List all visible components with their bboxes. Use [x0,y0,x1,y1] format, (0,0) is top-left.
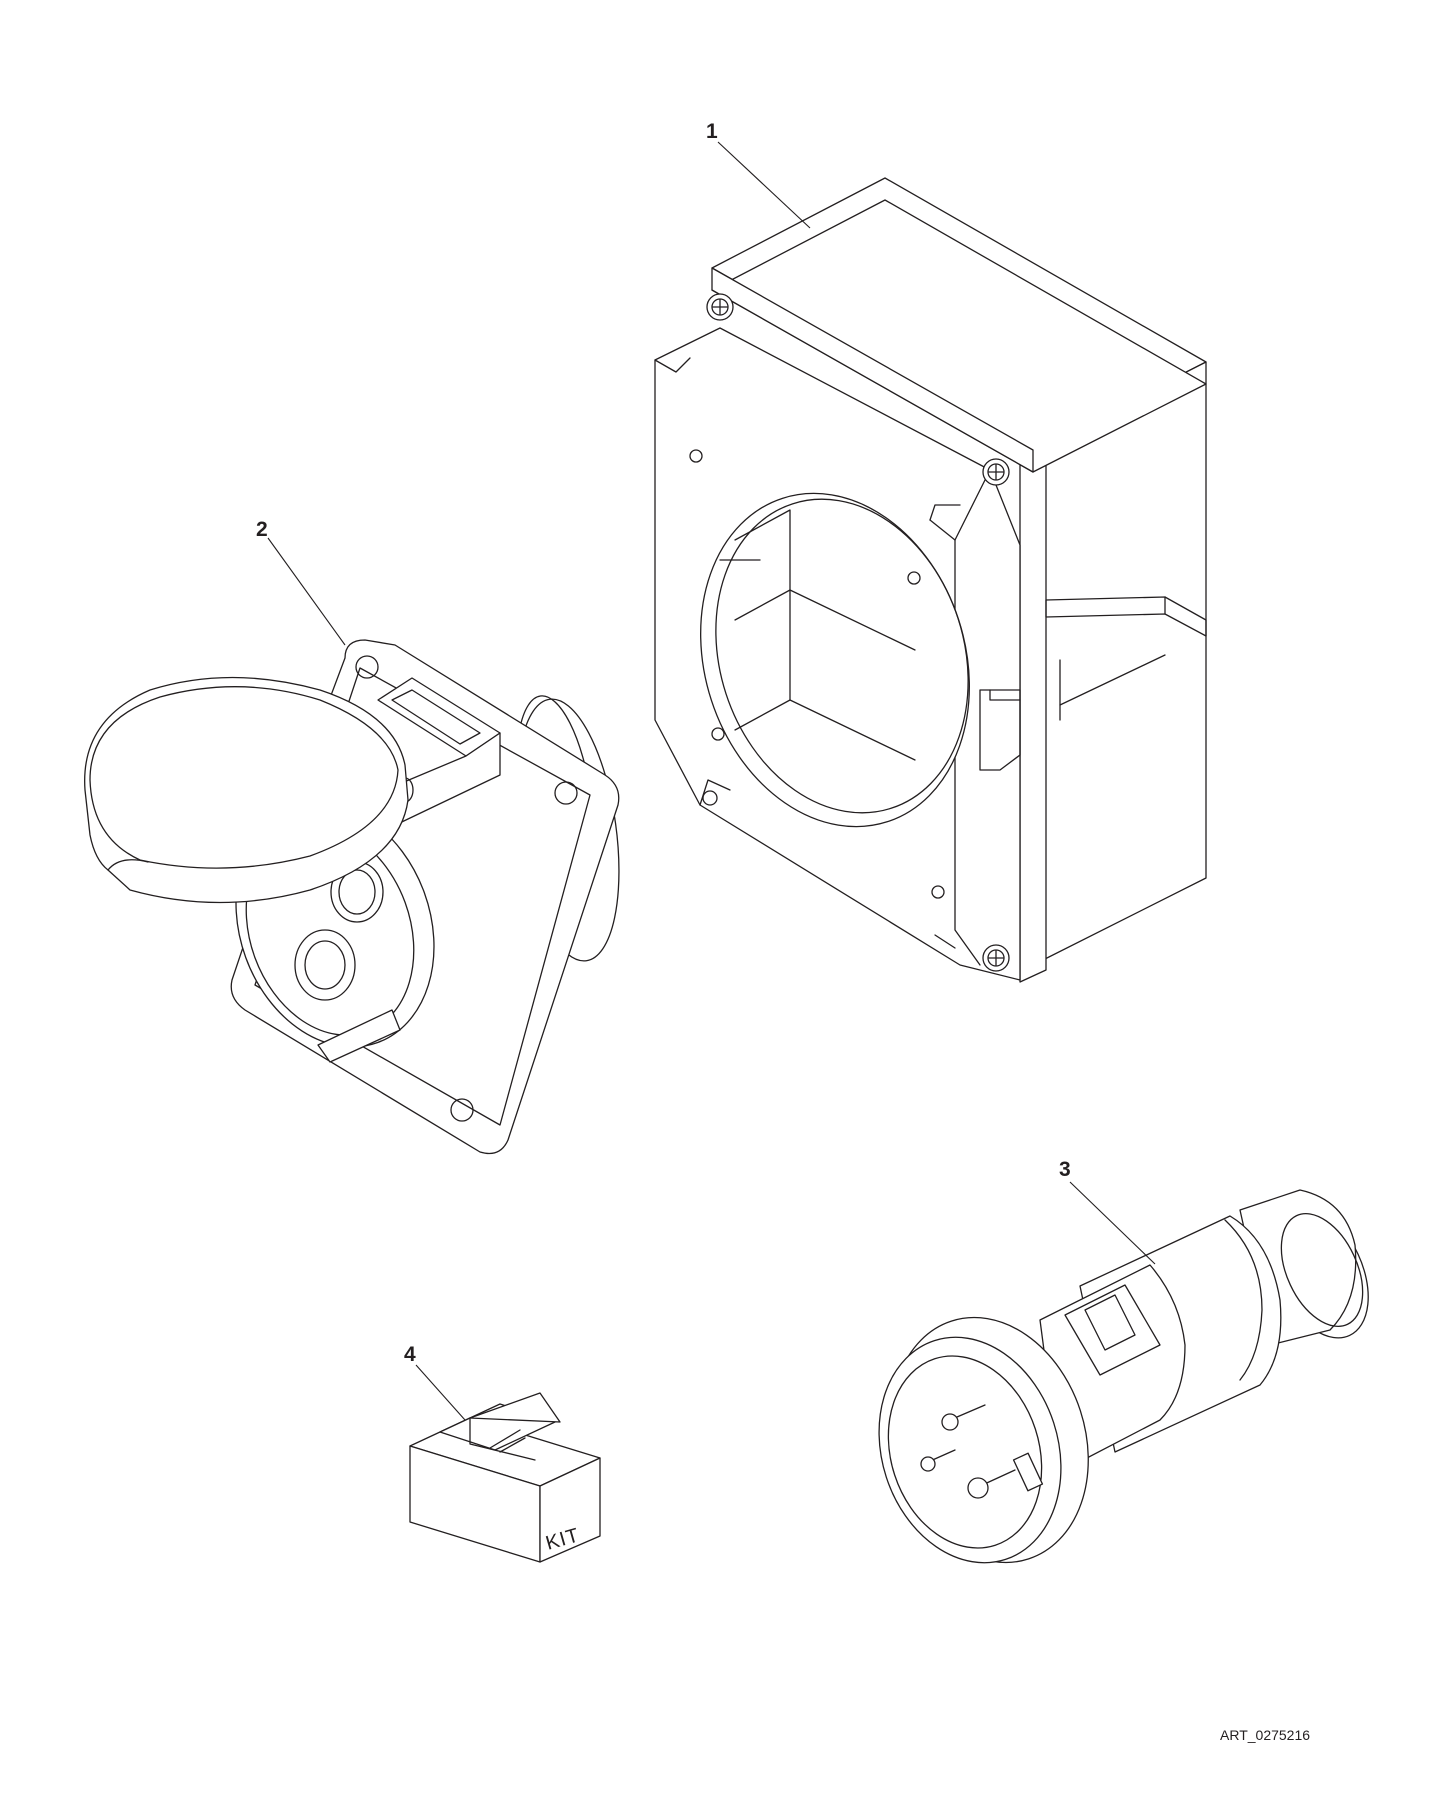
callout-number-1: 1 [706,120,718,143]
panel-socket [84,639,620,1155]
kit-box: KIT [409,1392,601,1563]
plug-pin-top [941,1404,986,1431]
art-id: ART_0275216 [1220,1727,1310,1743]
callout-1: 1 [706,120,811,229]
callout-3: 3 [1059,1158,1156,1265]
callout-number-4: 4 [404,1343,416,1366]
plug [878,1189,1369,1564]
callout-number-3: 3 [1059,1158,1071,1181]
callout-4: 4 [404,1343,466,1421]
screw-bottom-right [982,944,1010,972]
callout-2: 2 [256,518,346,646]
enclosure-box [654,177,1207,983]
screw-top-left [706,293,734,321]
plug-pin-side [920,1449,956,1472]
screw-top-right [982,458,1010,486]
screw-bottom-left [702,790,718,806]
callout-number-2: 2 [256,518,268,541]
plug-pin-bottom [967,1469,1016,1499]
